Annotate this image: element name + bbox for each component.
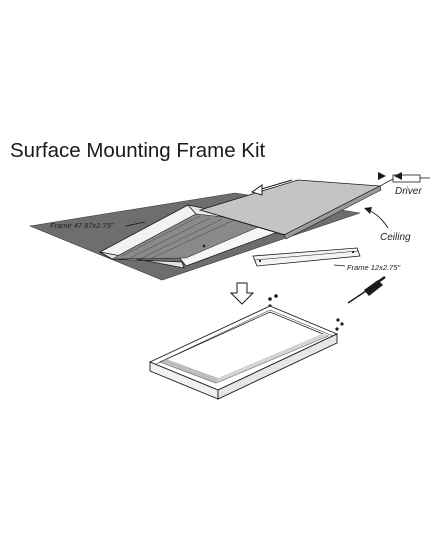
led-panel	[198, 179, 382, 240]
label-frame-short: Frame 12x2.75"	[347, 263, 400, 272]
label-frame-long: Frame 47.87x2.75"	[50, 221, 114, 230]
short-frame	[252, 247, 361, 267]
ceiling-leader	[364, 207, 389, 229]
label-driver: Driver	[395, 186, 422, 197]
left-arrow-icon	[250, 179, 293, 196]
long-frame-leader	[125, 221, 146, 227]
power-driver-icon	[378, 172, 430, 187]
short-frame-leader	[333, 264, 346, 267]
long-frame-tray	[99, 204, 280, 269]
screwdriver-icon	[347, 276, 386, 304]
upper-exploded-view: Driver Ceiling Frame 47.87x2.75" Frame 1…	[28, 172, 430, 281]
label-ceiling: Ceiling	[380, 232, 411, 243]
diagram-title: Surface Mounting Frame Kit	[10, 139, 266, 162]
down-arrow-icon	[229, 282, 255, 305]
assembled-frame	[148, 305, 339, 400]
